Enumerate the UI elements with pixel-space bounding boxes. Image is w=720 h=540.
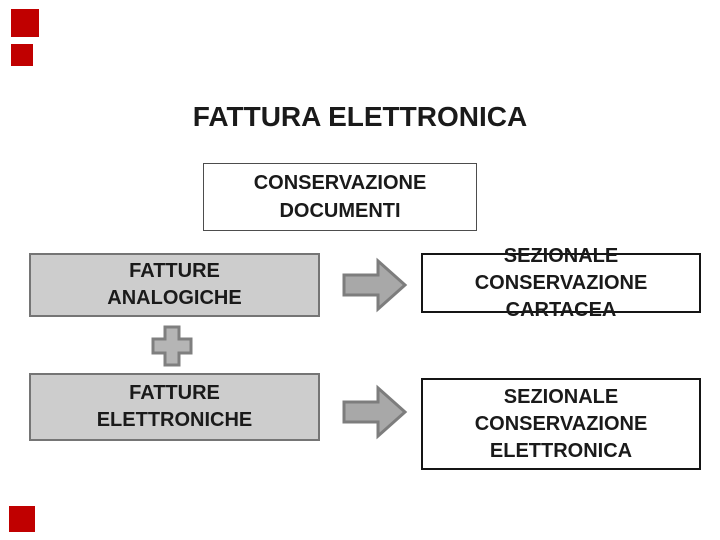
sezionale-conservazione-cartacea-box: SEZIONALE CONSERVAZIONE CARTACEA xyxy=(421,245,701,321)
fatture-elettroniche-box: FATTURE ELETTRONICHE xyxy=(29,373,320,441)
sezionale-cartacea-line1: SEZIONALE xyxy=(503,244,619,267)
red-square-decoration-top-2 xyxy=(11,44,33,66)
page-title: FATTURA ELETTRONICA xyxy=(192,101,528,132)
red-square-decoration-top-1 xyxy=(11,9,39,37)
sezionale-elettronica-line3: ELETTRONICA xyxy=(489,439,633,462)
fatture-elettroniche-line1: FATTURE xyxy=(129,382,220,404)
sezionale-cartacea-line2: CONSERVAZIONE CARTACEA xyxy=(474,271,648,321)
conservazione-documenti-box: CONSERVAZIONE DOCUMENTI xyxy=(203,163,477,231)
conservazione-documenti-line1: CONSERVAZIONE xyxy=(253,172,427,194)
plus-icon xyxy=(151,325,193,367)
fatture-analogiche-box: FATTURE ANALOGICHE xyxy=(29,253,320,317)
sezionale-elettronica-line1: SEZIONALE xyxy=(503,385,619,408)
fatture-analogiche-line2: ANALOGICHE xyxy=(107,287,242,309)
fatture-elettroniche-line2: ELETTRONICHE xyxy=(96,409,253,431)
conservazione-documenti-line2: DOCUMENTI xyxy=(279,200,401,222)
fatture-analogiche-line1: FATTURE xyxy=(129,260,220,282)
sezionale-elettronica-line2: CONSERVAZIONE xyxy=(474,412,648,435)
right-arrow-icon xyxy=(342,257,408,313)
sezionale-conservazione-elettronica-box: SEZIONALE CONSERVAZIONE ELETTRONICA xyxy=(421,378,701,470)
red-square-decoration-bottom xyxy=(9,506,35,532)
right-arrow-icon xyxy=(342,384,408,440)
